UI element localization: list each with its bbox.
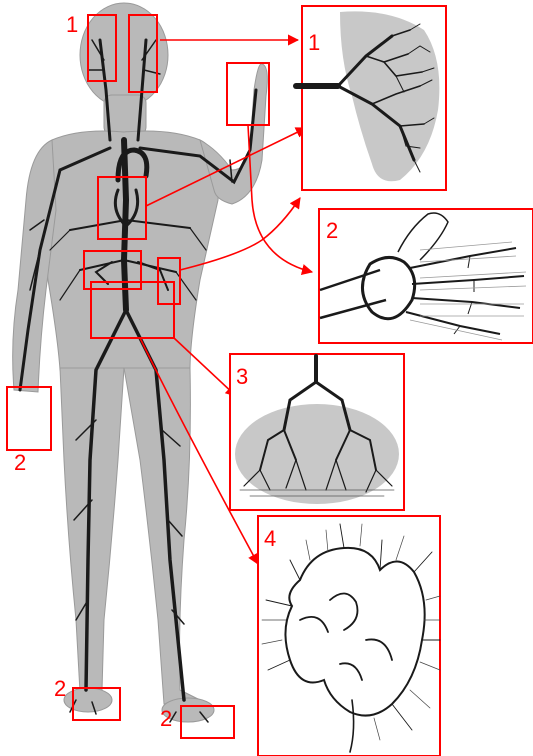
inset-vessel-arcades	[230, 354, 404, 510]
inset-hand-vessels	[319, 209, 533, 343]
inset-intestine-vessels	[258, 516, 440, 756]
label-1-inset: 1	[308, 30, 320, 55]
label-2-inset: 2	[326, 218, 338, 243]
hand-box	[7, 387, 51, 450]
label-1-head: 1	[66, 12, 78, 37]
tissue-layer	[235, 404, 399, 504]
label-3-inset: 3	[236, 364, 248, 389]
inset-2-frame	[319, 209, 533, 343]
label-2-hand: 2	[14, 450, 26, 475]
label-2-left-foot: 2	[54, 676, 66, 701]
label-2-right-foot: 2	[160, 706, 172, 731]
label-4-inset: 4	[264, 526, 276, 551]
